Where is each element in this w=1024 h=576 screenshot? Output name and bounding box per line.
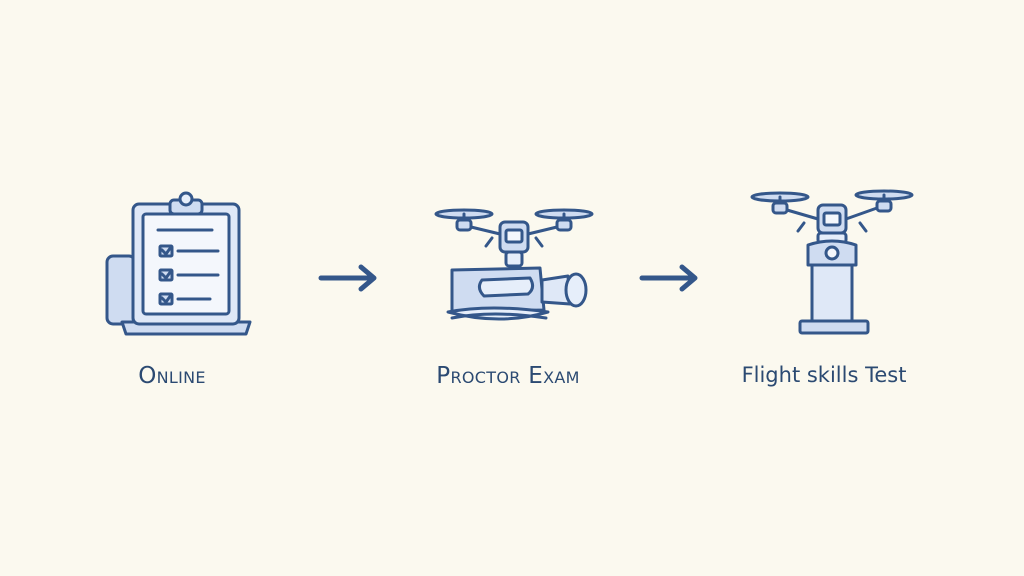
arrow-right-icon: [639, 264, 698, 292]
arrow-right-icon: [318, 264, 377, 292]
drone-camera-icon: [434, 208, 594, 321]
step-label-online: Online: [138, 363, 206, 389]
drone-pedestal-icon: [750, 189, 914, 335]
clipboard-laptop-icon: [105, 191, 252, 336]
step-label-proctor-exam: Proctor Exam: [436, 363, 580, 389]
step-label-flight-skills-test: Flight skills Test: [741, 363, 907, 387]
